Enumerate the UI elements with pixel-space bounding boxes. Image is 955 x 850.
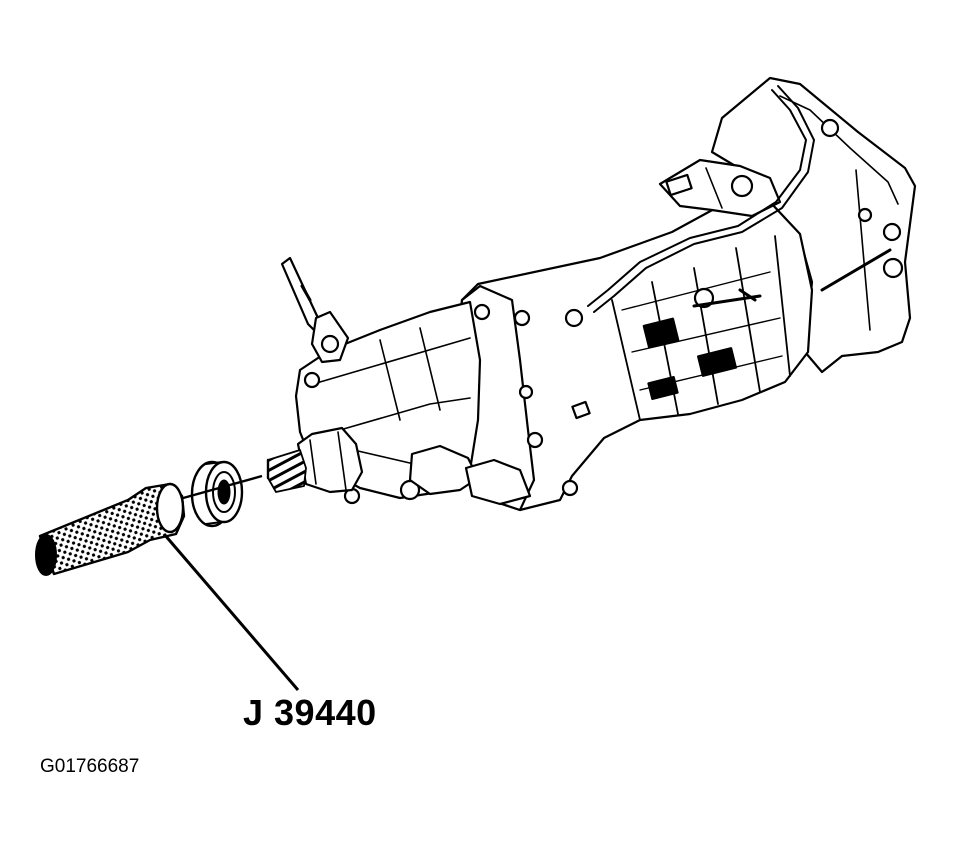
tool-body [40,484,184,574]
mount-bolt [305,373,319,387]
figure-id: G01766687 [40,756,140,777]
bellhousing-bolt [822,120,838,136]
seal-installer-tool-icon [36,476,262,575]
bellhousing-bolt [884,224,900,240]
callout-leader [164,534,298,690]
flange-bolt [563,481,577,495]
transmission-assembly-icon [268,78,915,510]
bellhousing-bolt [859,209,871,221]
flange-bolt [475,305,489,319]
output-housing [298,428,362,492]
hydraulic-line [588,90,806,306]
output-shaft-splines [268,450,306,492]
bellhousing-bolt [884,259,902,277]
output-shaft-seal-icon [192,462,242,526]
tool-face [157,484,183,532]
flange-bolt [528,433,542,447]
flange-bolt [515,311,529,325]
flange-bolt [520,386,532,398]
tool-number-label: J 39440 [243,692,377,733]
case-bolt [566,310,582,326]
